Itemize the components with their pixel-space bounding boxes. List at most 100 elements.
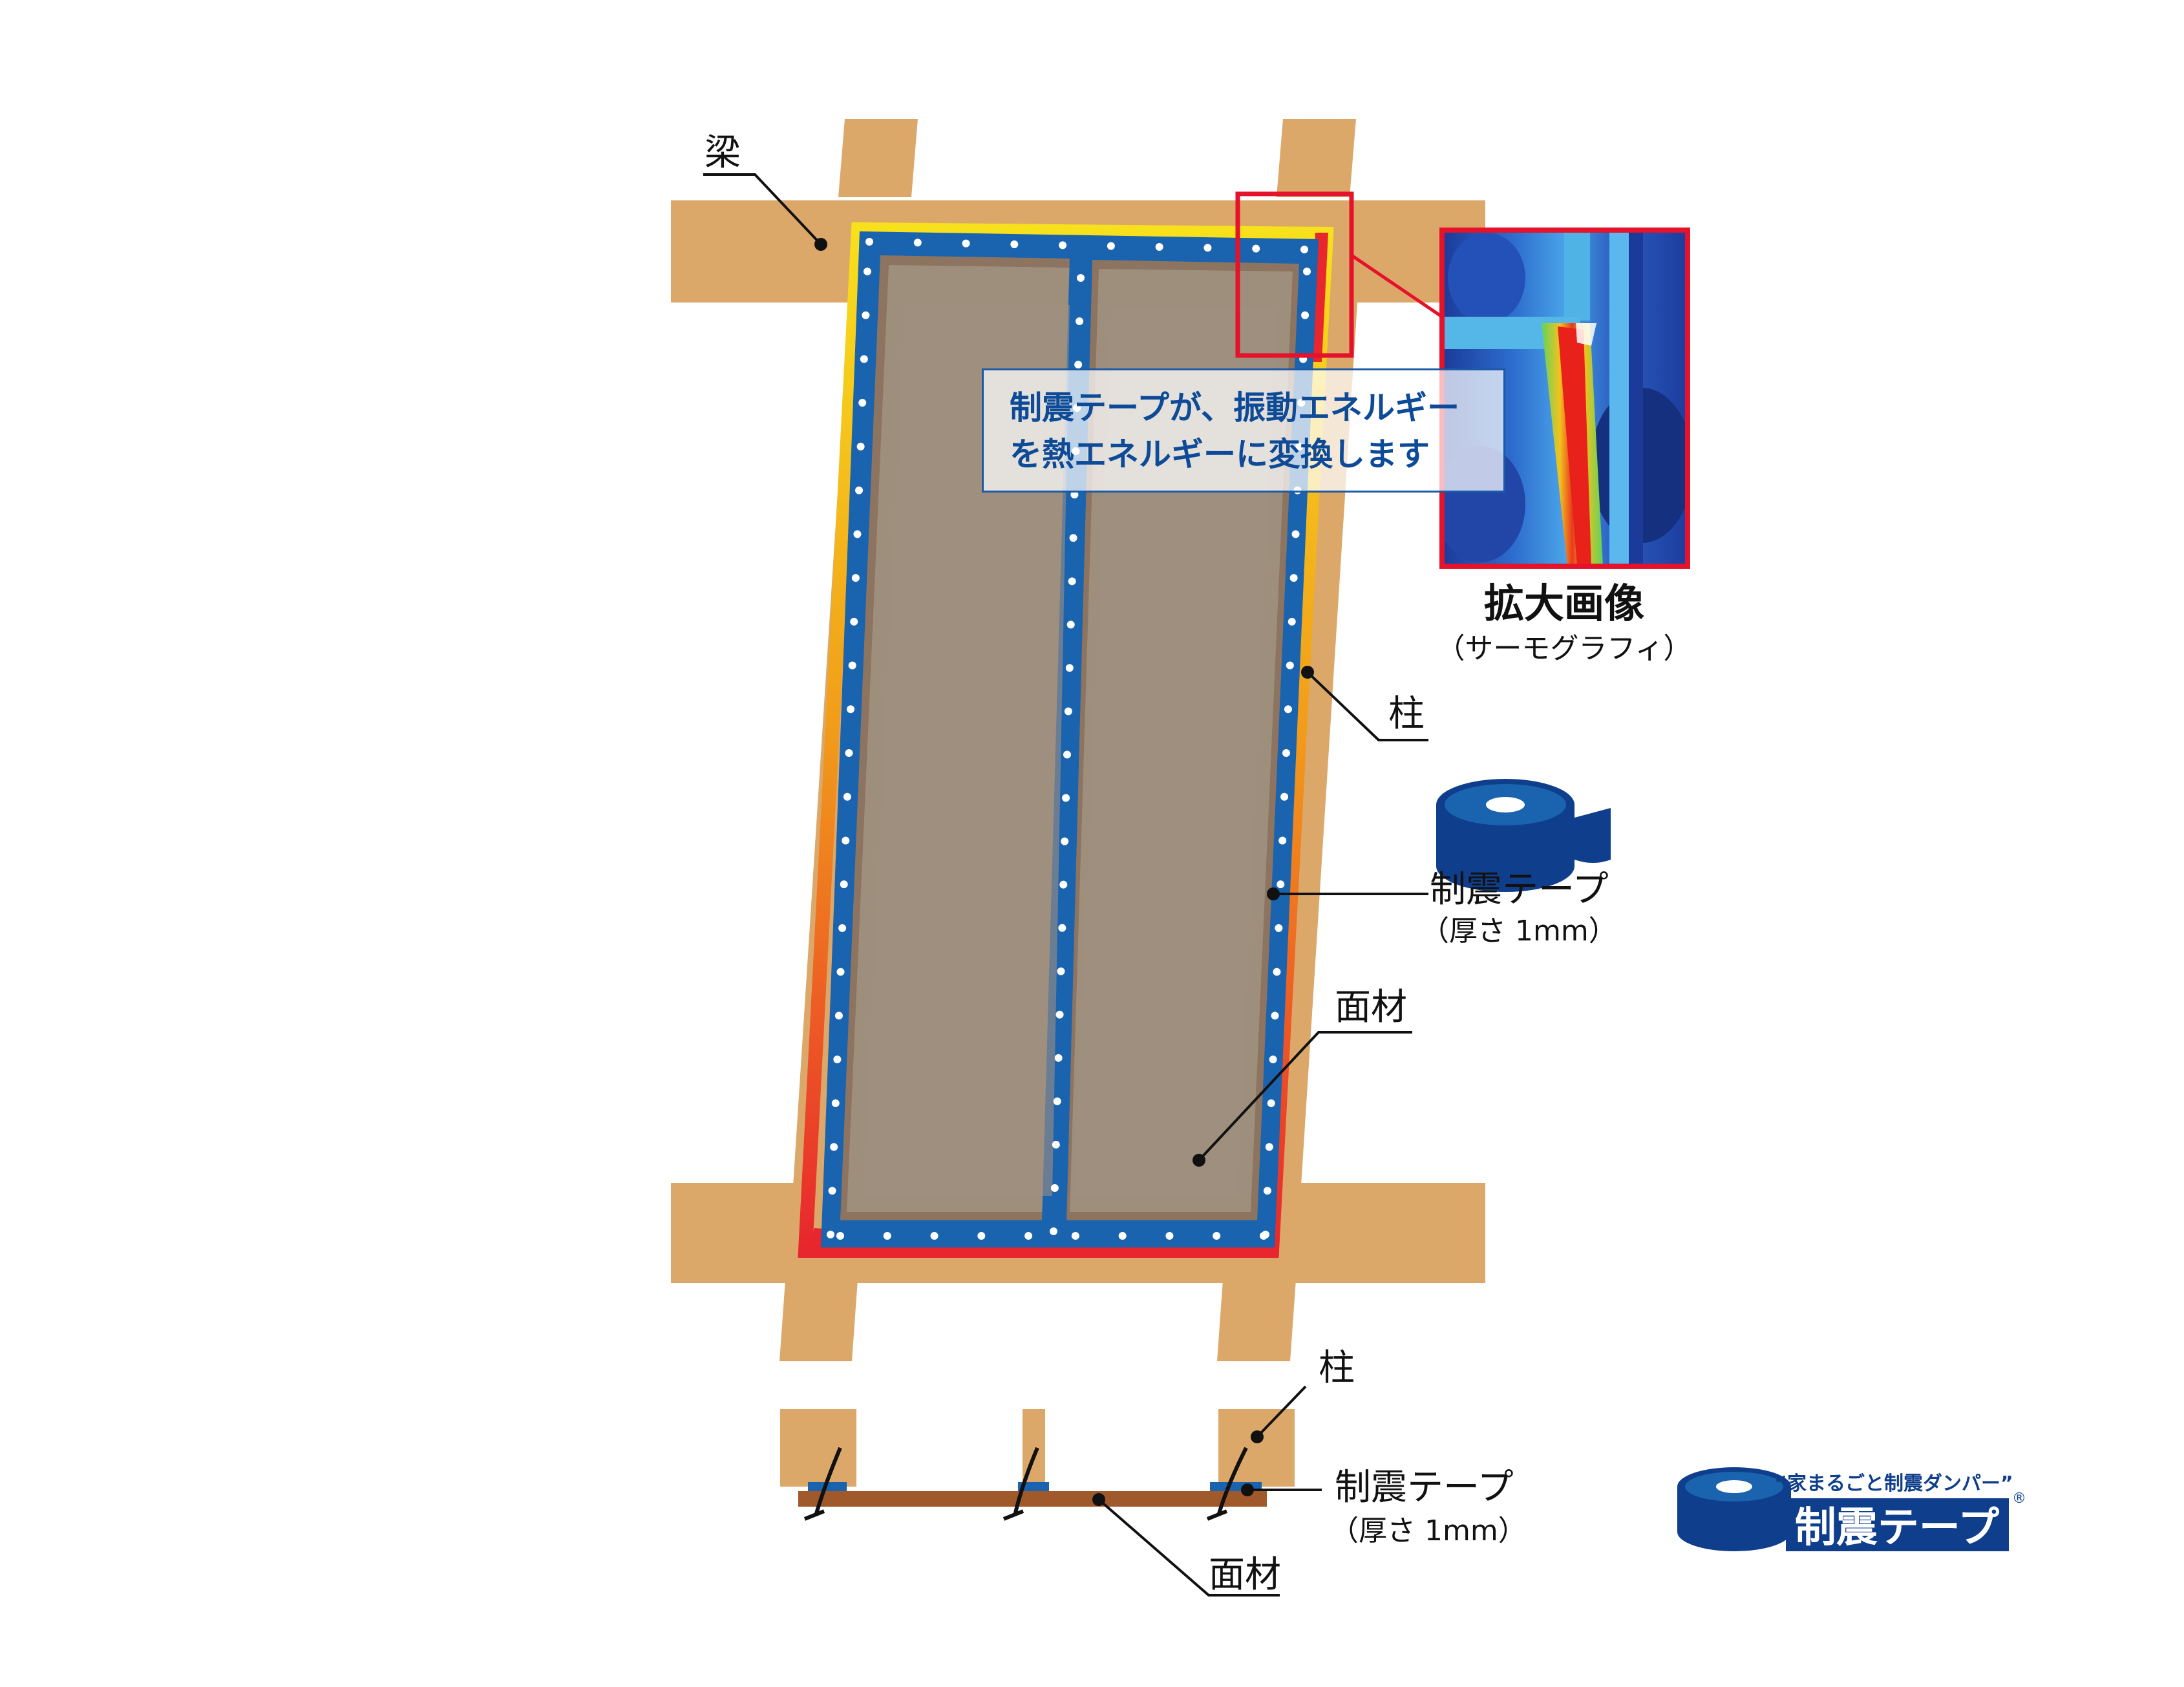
tape-roll-icon: [1436, 779, 1611, 892]
nail-dot: [1010, 240, 1019, 248]
cross-section: [780, 1409, 1295, 1521]
nail-dot: [1267, 1099, 1275, 1107]
nail-dot: [1065, 664, 1074, 672]
logo-registered-mark: ®: [2012, 1491, 2026, 1507]
nail-dot: [1118, 1232, 1127, 1240]
nail-dot: [830, 1143, 838, 1151]
nail-dot: [1064, 707, 1072, 716]
nail-dot: [1059, 880, 1068, 889]
column-stub-bottom-left: [779, 1280, 858, 1361]
label-tape-lower-note: （厚さ 1mm）: [1330, 1514, 1527, 1547]
nail-dot: [1055, 1010, 1064, 1019]
nail-dot: [860, 355, 868, 363]
label-column-lower: 柱: [1319, 1347, 1355, 1389]
nail-dot: [1282, 749, 1290, 757]
nail-dot: [1265, 1143, 1273, 1151]
nail-dot: [1286, 661, 1294, 670]
nail-dot: [855, 486, 864, 494]
nail-dot: [962, 239, 970, 248]
label-beam: 梁: [705, 132, 741, 174]
nail-dot: [828, 1187, 836, 1195]
nail-dot: [1059, 241, 1067, 249]
nail-dot: [1024, 1232, 1033, 1240]
nail-dot: [831, 1099, 840, 1107]
nail-dot: [848, 661, 856, 670]
nail-dot: [1252, 244, 1260, 253]
nail-dot: [1050, 1183, 1059, 1192]
nail-dot: [1277, 880, 1285, 889]
nail-dot: [840, 880, 848, 889]
column-stub-top-right: [1277, 119, 1356, 197]
nail-dot: [1155, 243, 1163, 251]
nail-dot: [1278, 836, 1287, 845]
nail-dot: [1070, 491, 1079, 499]
nail-dot: [845, 749, 853, 757]
column-stub-bottom-right: [1217, 1280, 1296, 1361]
nail-dot: [1289, 574, 1298, 582]
nail-dot: [834, 1012, 843, 1020]
section-tape-middle: [1018, 1482, 1049, 1491]
zoom-connector: [1350, 253, 1443, 319]
nail-dot: [1057, 967, 1065, 975]
nail-dot: [883, 1232, 891, 1240]
nail-dot: [913, 239, 922, 247]
nail-dot: [851, 574, 860, 582]
nail-dot: [1058, 924, 1066, 932]
brand-logo: [1677, 1467, 2009, 1551]
nail-dot: [1076, 317, 1084, 326]
nail-dot: [865, 238, 873, 246]
nail-dot: [856, 442, 865, 451]
thermography-image: [1442, 230, 1688, 566]
nail-dot: [1077, 274, 1085, 282]
nail-dot: [1203, 244, 1212, 252]
logo-name: 制震テープ: [1795, 1504, 1999, 1552]
nail-dot: [827, 1231, 834, 1238]
nail-dot: [853, 530, 862, 538]
leader-lines: [703, 173, 1428, 1162]
nail-dot: [1069, 534, 1077, 542]
nail-dot: [1052, 1140, 1060, 1149]
nail-dot: [864, 268, 871, 275]
nail-dot: [1074, 361, 1083, 369]
zoom-box: [1235, 191, 1354, 358]
nail-dot: [1213, 1232, 1221, 1240]
nail-dot: [1062, 794, 1070, 802]
section-column-right: [1218, 1409, 1295, 1487]
nail-dot: [1061, 837, 1069, 845]
nail-dot: [1053, 1097, 1061, 1105]
nail-dot: [1071, 1232, 1079, 1240]
nail-dot: [1288, 617, 1296, 626]
column-stub-top-left: [838, 119, 918, 197]
nail-dot: [1068, 577, 1076, 586]
nail-dot: [1303, 268, 1311, 275]
nail-dot: [1263, 1187, 1271, 1195]
label-column-upper: 柱: [1388, 693, 1425, 735]
nail-dot: [1063, 750, 1071, 759]
logo-tagline: “家まるごと制震ダンパー”: [1774, 1472, 2013, 1495]
label-panel-lower: 面材: [1209, 1554, 1281, 1596]
callout-line-2: を熱エネルギーに変換します: [1010, 436, 1430, 473]
nail-dot: [850, 617, 858, 626]
nail-dot: [1107, 242, 1115, 250]
label-tape-upper-note: （厚さ 1mm）: [1421, 915, 1617, 948]
nail-dot: [842, 836, 850, 845]
callout-box: 制震テープが、振動エネルギー を熱エネルギーに変換します: [982, 368, 1505, 493]
nail-dot: [1269, 1056, 1277, 1064]
nail-dot: [836, 968, 845, 976]
nail-dot: [1280, 792, 1289, 801]
nail-dot: [977, 1232, 986, 1240]
nail-dot: [843, 792, 851, 801]
wall-panel-assembly: [821, 231, 1319, 1247]
thermo-subtitle: （サーモグラフィ）: [1436, 632, 1691, 665]
nail-dot: [1300, 246, 1308, 253]
section-panel: [798, 1491, 1267, 1507]
nail-dot: [930, 1232, 938, 1240]
thermo-title: 拡大画像: [1484, 580, 1644, 627]
nail-dot: [836, 1232, 844, 1240]
label-panel-upper: 面材: [1335, 986, 1407, 1028]
section-column-left: [780, 1409, 856, 1487]
nail-dot: [847, 705, 855, 714]
section-leader-dots: [1092, 1430, 1264, 1506]
nail-dot: [1066, 621, 1075, 629]
nail-dot: [1260, 1232, 1267, 1240]
